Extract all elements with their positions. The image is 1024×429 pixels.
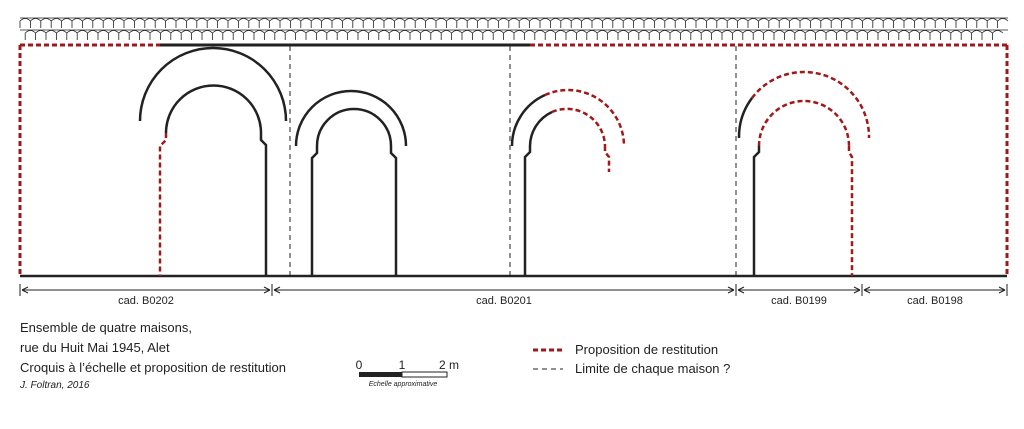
arch-2-left-jamb: [310, 146, 319, 276]
arch-3-left-jamb: [523, 146, 532, 276]
arch-4-left-jamb: [752, 146, 761, 276]
arch-3-right-jamb-restitution: [603, 146, 611, 172]
arch-1-jamb-left-restitution: [158, 133, 168, 276]
roof-tile-row-2: [24, 30, 1004, 40]
caption-line-1: Ensemble de quatre maisons,: [20, 320, 192, 335]
arch-1-outer: [138, 46, 288, 122]
arch-2-outer: [294, 89, 408, 147]
dim-parcel-2-arrows: [273, 286, 735, 294]
dim-parcel-3-arrows: [737, 286, 861, 294]
parcel-dimensions: [19, 284, 1008, 296]
arch-4-right-jamb-restitution: [847, 146, 854, 276]
parcel-label-2: cad. B0201: [476, 295, 532, 307]
arch-3-outer-restitution: [544, 88, 626, 147]
roof-tiles: [19, 17, 1009, 40]
scale-tick-2: 2 m: [439, 358, 459, 372]
arch-4-outer-restitution: [751, 70, 871, 139]
parcel-label-1: cad. B0202: [118, 295, 174, 307]
scale-bar-note: Echelle approximative: [369, 381, 438, 388]
caption-line-3: Croquis à l’échelle et proposition de re…: [20, 360, 286, 375]
arch-4-inner-restitution: [757, 99, 851, 147]
roof-tile-row-1: [19, 18, 1009, 28]
caption: Ensemble de quatre maisons, rue du Huit …: [20, 318, 286, 394]
scale-bar: 0 1 2 m Echelle approximative: [356, 358, 459, 388]
caption-author: J. Foltran, 2016: [20, 380, 90, 391]
legend: Proposition de restitution Limite de cha…: [533, 342, 730, 376]
arch-3-inner-restitution: [551, 107, 607, 147]
arch-1: [138, 46, 288, 276]
arch-4-outer-existing: [737, 97, 754, 139]
scale-bar-black-segment: [359, 372, 402, 377]
house-limit-lines: [289, 46, 737, 276]
arch-2-inner: [315, 107, 393, 147]
legend-house-limit-label: Limite de chaque maison ?: [575, 361, 730, 376]
arch-1-inner: [164, 84, 263, 134]
scale-bar-white-segment: [401, 371, 448, 378]
arch-2-right-jamb: [389, 146, 398, 276]
parcel-label-4: cad. B0198: [907, 295, 963, 307]
legend-restitution-label: Proposition de restitution: [575, 342, 718, 357]
scale-tick-1: 1: [399, 358, 406, 372]
arch-4: [737, 70, 871, 276]
parcel-label-3: cad. B0199: [771, 295, 827, 307]
caption-line-2: rue du Huit Mai 1945, Alet: [20, 340, 170, 355]
arch-3-inner-existing: [528, 110, 553, 147]
arch-3: [510, 88, 626, 276]
arch-2: [294, 89, 408, 276]
dim-parcel-1-arrows: [21, 286, 271, 294]
dim-parcel-4-arrows: [863, 286, 1006, 294]
arch-3-outer-existing: [510, 93, 546, 147]
scale-tick-0: 0: [356, 358, 363, 372]
arch-1-impost-right: [259, 133, 268, 276]
